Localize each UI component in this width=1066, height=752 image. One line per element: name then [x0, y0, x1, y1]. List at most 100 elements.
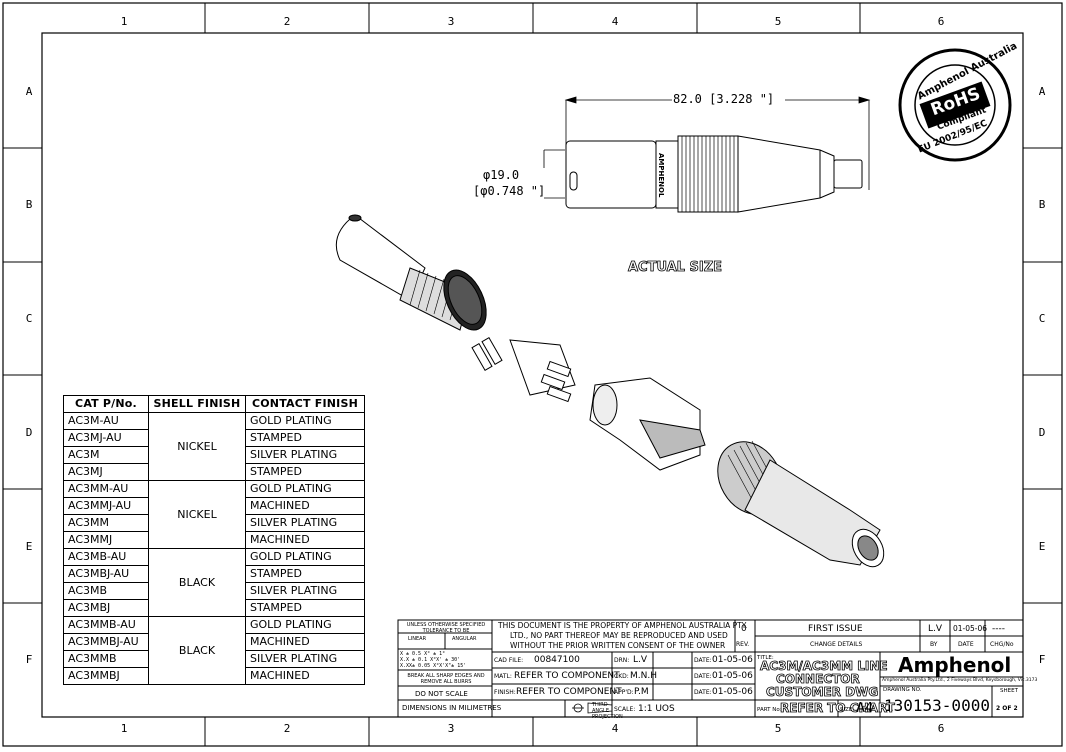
- proprietary-line-3: WITHOUT THE PRIOR WRITTEN CONSENT OF THE…: [510, 641, 726, 650]
- contact-finish: STAMPED: [245, 599, 365, 617]
- zone-row-b-left: B: [25, 198, 33, 211]
- tolerance-row-2: X.X ± 0.1 X°X' ± 30': [400, 657, 461, 663]
- contact-finish: MACHINED: [245, 633, 365, 651]
- ckd-value: M.N.H: [630, 671, 657, 681]
- zone-row-b-right: B: [1038, 198, 1046, 211]
- part-no: AC3MB-AU: [63, 548, 149, 566]
- finish-label: FINISH:: [494, 689, 516, 696]
- drawing-no-label: DRAWING NO.: [883, 687, 922, 693]
- contact-finish: STAMPED: [245, 565, 365, 583]
- table-row: AC3MMBJ-AU MACHINED: [63, 633, 365, 651]
- contact-finish: MACHINED: [245, 497, 365, 515]
- dimensions-note: DIMENSIONS IN MILIMETRES: [402, 704, 502, 712]
- break-edges-note: BREAK ALL SHARP EDGES AND REMOVE ALL BUR…: [407, 673, 485, 685]
- tolerance-linear: LINEAR: [408, 636, 427, 642]
- zone-row-a-left: A: [25, 85, 33, 98]
- part-no: AC3MM-AU: [63, 480, 149, 498]
- part-no: AC3MBJ: [63, 599, 149, 617]
- finish-value: REFER TO COMPONENT: [516, 687, 622, 697]
- by-label: BY: [930, 641, 938, 648]
- zone-row-d-right: D: [1038, 426, 1046, 439]
- boot-and-nut: [717, 440, 885, 568]
- sheet-value: 2 OF 2: [996, 705, 1018, 712]
- part-no-value: REFER TO CHART: [780, 701, 896, 716]
- ckd-label: CKD:: [614, 673, 629, 680]
- part-no: AC3MB: [63, 582, 149, 600]
- title-block-frame: [397, 619, 1024, 718]
- zone-row-e-right: E: [1038, 540, 1046, 553]
- chg-label: CHG/No: [990, 641, 1014, 648]
- third-angle-symbol[interactable]: [572, 702, 613, 714]
- zone-col-4-top: 4: [611, 15, 619, 28]
- contact-finish: STAMPED: [245, 463, 365, 481]
- part-no: AC3M: [63, 446, 149, 464]
- rohs-seal: [898, 48, 1012, 162]
- header-cat-no: CAT P/No.: [63, 395, 149, 413]
- shell-finish: BLACK: [148, 616, 246, 685]
- rev-row-rev: 0: [741, 624, 747, 634]
- company-address: Amphenol Australia Pty.Ltd., 2 Fiveways …: [882, 678, 1038, 683]
- part-no: AC3MMBJ-AU: [63, 633, 149, 651]
- cad-file-label: CAD FILE:: [494, 657, 524, 664]
- change-details-label: CHANGE DETAILS: [810, 641, 863, 648]
- title-line-1: AC3M/AC3MM LINE: [760, 659, 888, 674]
- zone-col-1-top: 1: [120, 15, 128, 28]
- zone-row-c-right: C: [1038, 312, 1046, 325]
- contact-finish: GOLD PLATING: [245, 548, 365, 566]
- tolerance-angular: ANGULAR: [452, 636, 477, 642]
- title-line-2: CONNECTOR: [776, 672, 861, 687]
- shell-finish: BLACK: [148, 548, 246, 617]
- connector-side-view: [565, 135, 863, 213]
- zone-col-6-top: 6: [937, 15, 945, 28]
- title-line-3: CUSTOMER DWG: [766, 685, 879, 700]
- drawing-number: 130153-0000: [884, 696, 990, 715]
- contact-finish: GOLD PLATING: [245, 616, 365, 634]
- zone-col-3-top: 3: [447, 15, 455, 28]
- contact-finish: GOLD PLATING: [245, 480, 365, 498]
- scale-value: 1:1 UOS: [638, 704, 675, 714]
- drn-label: DRN:: [614, 657, 630, 664]
- matl-value: REFER TO COMPONENT: [514, 671, 620, 681]
- third-angle-label: THIRD ANGLE PROJECTION: [592, 702, 623, 720]
- rev-row-change: FIRST ISSUE: [808, 624, 863, 634]
- date-label-3: DATE:: [694, 689, 712, 696]
- matl-label: MATL:: [494, 673, 512, 680]
- table-row: AC3MMJ-AU MACHINED: [63, 497, 365, 515]
- part-no: AC3M-AU: [63, 412, 149, 430]
- part-marking: AMPHENOL: [657, 153, 665, 198]
- contact-finish: SILVER PLATING: [245, 650, 365, 668]
- contact-finish: STAMPED: [245, 429, 365, 447]
- rev-row-date: 01-05-06: [953, 624, 988, 633]
- contact-finish: SILVER PLATING: [245, 514, 365, 532]
- contact-finish: MACHINED: [245, 667, 365, 685]
- header-contact-finish: CONTACT FINISH: [245, 395, 365, 413]
- connector-housing: [335, 214, 487, 331]
- appd-label: APP'D:: [614, 689, 634, 696]
- zone-col-5-top: 5: [774, 15, 782, 28]
- date-col-label: DATE: [958, 641, 974, 648]
- part-no: AC3MMB: [63, 650, 149, 668]
- tolerance-heading: UNLESS OTHERWISE SPECIFIED TOLERANCE TO …: [406, 622, 486, 634]
- actual-size-label: ACTUAL SIZE: [628, 260, 723, 276]
- appd-value: P.M: [634, 687, 649, 697]
- part-no: AC3MMJ: [63, 531, 149, 549]
- zone-col-4-bottom: 4: [611, 722, 619, 735]
- contact-finish: GOLD PLATING: [245, 412, 365, 430]
- part-no: AC3MMJ-AU: [63, 497, 149, 515]
- catalog-header-row: CAT P/No. SHELL FINISH CONTACT FINISH: [63, 395, 365, 413]
- cable-clamp: [589, 377, 706, 471]
- zone-row-e-left: E: [25, 540, 33, 553]
- proprietary-line-1: THIS DOCUMENT IS THE PROPERTY OF AMPHENO…: [498, 621, 748, 630]
- title-label: TITLE:: [757, 655, 774, 661]
- zone-row-d-left: D: [25, 426, 33, 439]
- part-no: AC3MM: [63, 514, 149, 532]
- zone-col-6-bottom: 6: [937, 722, 945, 735]
- diameter-mm-text: φ19.0: [483, 168, 520, 182]
